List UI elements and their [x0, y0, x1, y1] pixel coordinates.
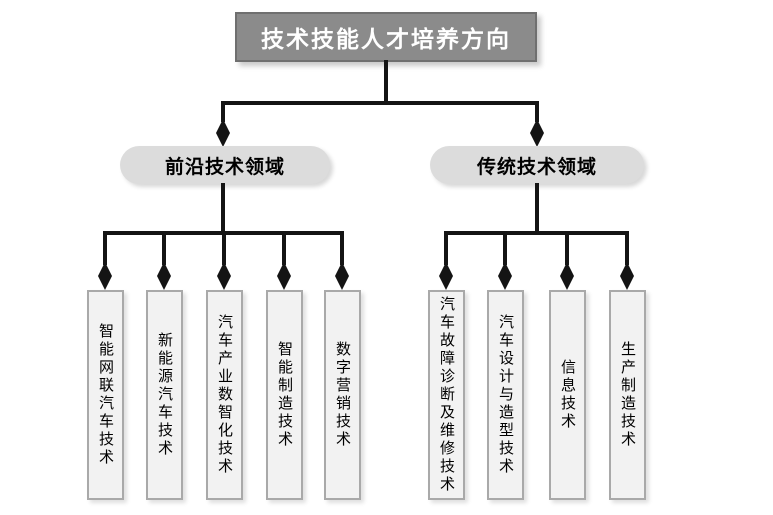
diamond-arrow-icon — [98, 262, 112, 290]
connector-line — [221, 183, 225, 234]
leaf-node: 数字营销技术 — [324, 290, 361, 500]
leaf-label: 汽车故障诊断及维修技术 — [438, 296, 455, 494]
connector-line — [535, 101, 539, 122]
branch-node-traditional: 传统技术领域 — [430, 146, 644, 184]
leaf-node: 智能网联汽车技术 — [87, 290, 124, 500]
leaf-node: 汽车设计与造型技术 — [487, 290, 524, 500]
diamond-arrow-icon — [216, 119, 230, 147]
connector-line — [625, 231, 629, 265]
connector-line — [535, 183, 539, 234]
branch-node-frontier: 前沿技术领域 — [120, 146, 330, 184]
diamond-arrow-icon — [335, 262, 349, 290]
leaf-label: 汽车产业数智化技术 — [216, 314, 233, 476]
leaf-label: 智能制造技术 — [276, 341, 293, 449]
diamond-arrow-icon — [530, 119, 544, 147]
connector-line — [221, 101, 539, 105]
connector-line — [565, 231, 569, 265]
leaf-label: 生产制造技术 — [619, 341, 636, 449]
diamond-arrow-icon — [560, 262, 574, 290]
connector-line — [103, 231, 107, 265]
connector-line — [282, 231, 286, 265]
diamond-arrow-icon — [277, 262, 291, 290]
diamond-arrow-icon — [498, 262, 512, 290]
connector-line — [444, 231, 629, 235]
connector-line — [384, 60, 388, 105]
diamond-arrow-icon — [217, 262, 231, 290]
leaf-node: 汽车故障诊断及维修技术 — [428, 290, 465, 500]
leaf-label: 汽车设计与造型技术 — [497, 314, 514, 476]
leaf-node: 生产制造技术 — [609, 290, 646, 500]
connector-line — [162, 231, 166, 265]
connector-line — [503, 231, 507, 265]
diamond-arrow-icon — [620, 262, 634, 290]
leaf-node: 汽车产业数智化技术 — [206, 290, 243, 500]
leaf-label: 智能网联汽车技术 — [97, 323, 114, 467]
root-node: 技术技能人才培养方向 — [235, 12, 537, 62]
connector-line — [340, 231, 344, 265]
leaf-node: 信息技术 — [549, 290, 586, 500]
connector-line — [444, 231, 448, 265]
leaf-label: 新能源汽车技术 — [156, 332, 173, 458]
leaf-label: 信息技术 — [559, 359, 576, 431]
connector-line — [221, 101, 225, 122]
leaf-node: 新能源汽车技术 — [146, 290, 183, 500]
connector-line — [222, 231, 226, 265]
leaf-label: 数字营销技术 — [334, 341, 351, 449]
leaf-node: 智能制造技术 — [266, 290, 303, 500]
diamond-arrow-icon — [157, 262, 171, 290]
diamond-arrow-icon — [439, 262, 453, 290]
